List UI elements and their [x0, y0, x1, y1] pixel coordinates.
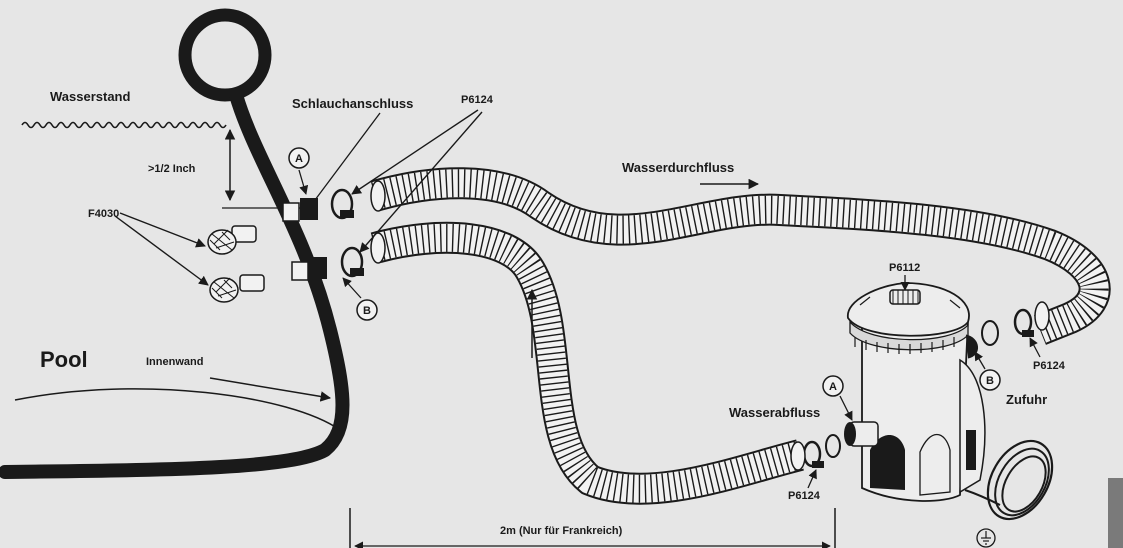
- page-tab: [1108, 478, 1123, 548]
- label-clamp-bottom: P6124: [788, 490, 821, 502]
- fitting-a: [300, 198, 318, 220]
- connector-leader: [315, 113, 380, 200]
- label-pool: Pool: [40, 347, 88, 372]
- label-outlet: Wasserabfluss: [729, 405, 820, 420]
- fitting-b: [309, 257, 327, 279]
- label-inner-wall: Innenwand: [146, 356, 203, 368]
- clamp-outlet: [804, 442, 824, 468]
- label-water-flow: Wasserdurchfluss: [622, 160, 734, 175]
- label-distance: 2m (Nur für Frankreich): [500, 525, 623, 537]
- label-supply: Zufuhr: [1006, 392, 1047, 407]
- marker-b-pump-label: B: [986, 375, 994, 387]
- clamp-bottom-leader: [808, 470, 816, 488]
- label-cap: P6112: [889, 262, 920, 274]
- hose-return: [375, 238, 800, 489]
- label-clamp-top: P6124: [461, 94, 494, 106]
- o-ring-outlet: [826, 435, 840, 457]
- label-hose-connector: Schlauchanschluss: [292, 96, 413, 111]
- fitting-a-outer: [283, 203, 299, 221]
- strainer-bottom: [210, 275, 264, 302]
- label-water-level: Wasserstand: [50, 89, 130, 104]
- clamp-top: [332, 190, 354, 218]
- clamp-supply: [1015, 310, 1034, 337]
- marker-b-wall-label: B: [363, 305, 371, 317]
- label-half-inch: >1/2 Inch: [148, 163, 196, 175]
- clamp-right-leader: [1030, 338, 1040, 357]
- strainer-leader-2: [115, 216, 208, 285]
- o-ring-supply: [982, 321, 998, 345]
- top-ring: [185, 15, 265, 95]
- fitting-b-outer: [292, 262, 308, 280]
- label-strainer: F4030: [88, 208, 119, 220]
- strainer-top: [208, 226, 256, 254]
- marker-a-wall-label: A: [295, 153, 303, 165]
- pool-floor: [15, 389, 340, 430]
- ground-symbol-icon: [977, 529, 995, 547]
- water-level-wave: [22, 123, 226, 128]
- filter-pump: [844, 283, 985, 501]
- marker-a-pump-label: A: [829, 381, 837, 393]
- label-clamp-right: P6124: [1033, 360, 1066, 372]
